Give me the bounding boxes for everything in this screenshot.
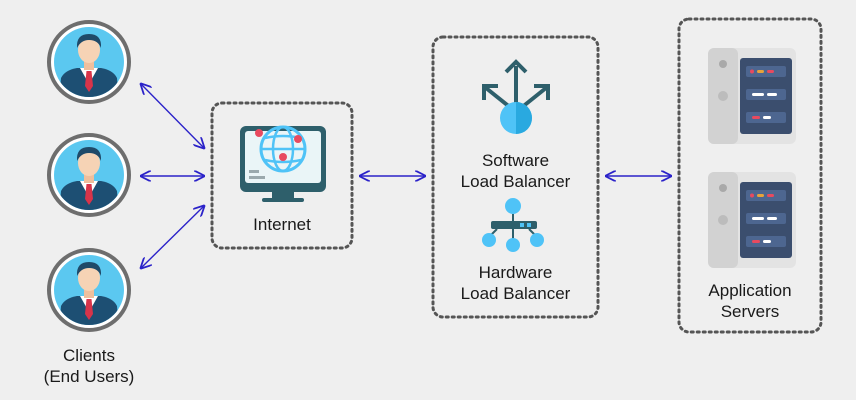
server-icon-1: [708, 48, 796, 144]
software-load-balancer-label: Software Load Balancer: [460, 151, 571, 191]
hardware-load-balancer-label: Hardware Load Balancer: [460, 263, 571, 303]
internet-box: [210, 101, 354, 250]
client-avatar-1: [49, 22, 129, 102]
clients-label-line2: (End Users): [43, 367, 135, 386]
load-balancer-box: [431, 35, 600, 319]
software-load-balancer-icon: [482, 59, 550, 134]
application-servers-box: [677, 17, 823, 334]
server-icon-2: [708, 172, 796, 268]
monitor-globe-icon: [240, 125, 326, 202]
application-servers-label: Application Servers: [708, 281, 792, 321]
clients-label-line1: Clients: [63, 346, 115, 365]
hardware-load-balancer-icon: [482, 198, 544, 252]
arrow-client1-internet: [141, 84, 204, 148]
internet-label: Internet: [253, 215, 311, 234]
client-avatar-3: [49, 250, 129, 330]
client-avatar-2: [49, 135, 129, 215]
clients-label: Clients (End Users): [24, 345, 154, 387]
arrow-client3-internet: [141, 206, 204, 268]
